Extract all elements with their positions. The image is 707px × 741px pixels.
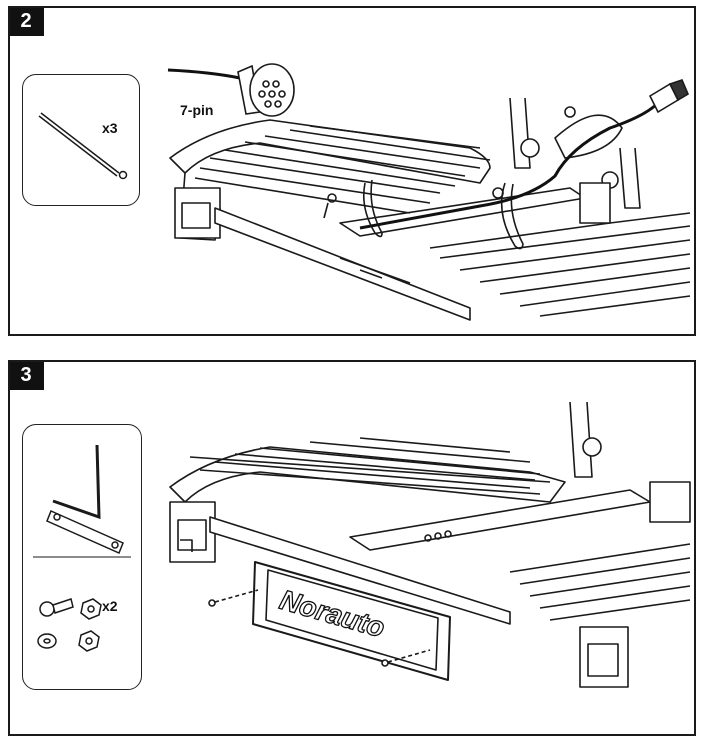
step-3-panel: 3 [8, 360, 696, 736]
quantity-label: x2 [102, 598, 118, 614]
license-plate-mount-illustration [169, 401, 691, 688]
hardware-parts-icons [33, 444, 131, 652]
connector-label: 7-pin [180, 102, 214, 118]
quantity-label: x3 [102, 120, 118, 136]
parts-inset [22, 74, 140, 206]
carrier-wiring-illustration [167, 63, 691, 321]
cable-tie-icon [38, 112, 128, 180]
step-number-badge: 2 [10, 8, 44, 36]
step-2-panel: 2 [8, 6, 696, 336]
step-number-badge: 3 [10, 362, 44, 390]
parts-inset [22, 424, 142, 690]
